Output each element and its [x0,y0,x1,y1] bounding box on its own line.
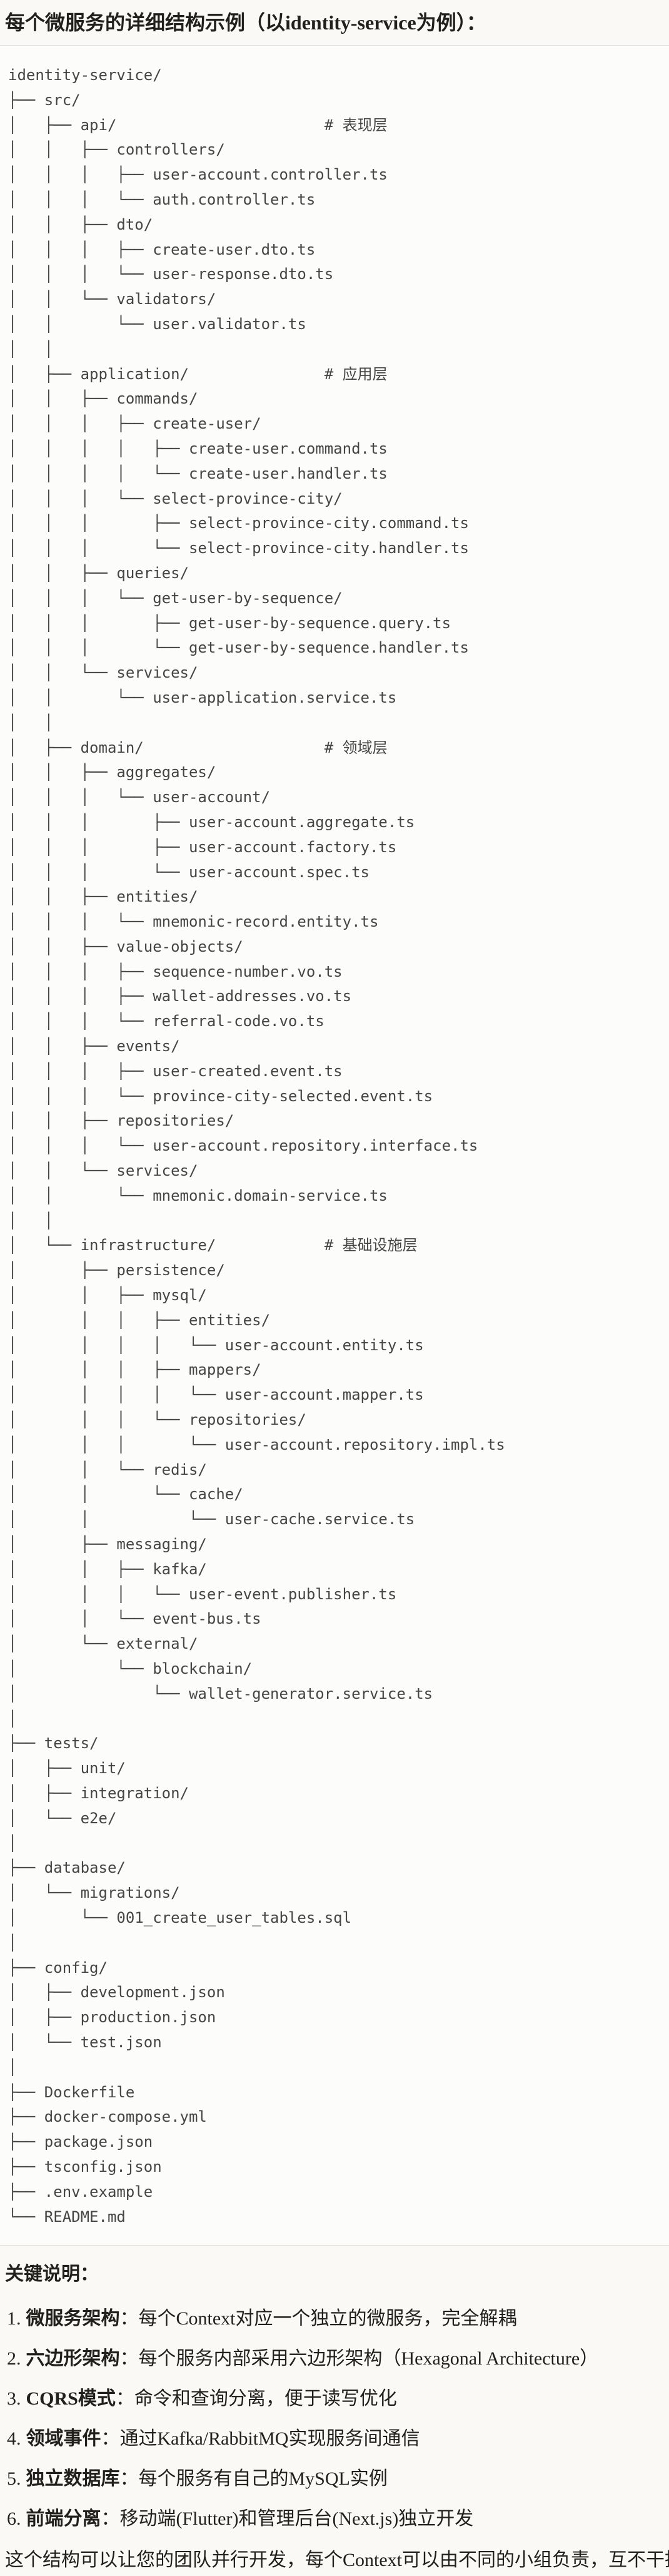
key-notes-section: 关键说明： 1.微服务架构：每个Context对应一个独立的微服务，完全解耦 2… [0,2246,669,2571]
note-desc: 每个Context对应一个独立的微服务，完全解耦 [138,2308,517,2329]
note-item-4: 4.领域事件：通过Kafka/RabbitMQ实现服务间通信 [7,2428,664,2450]
document-header: 每个微服务的详细结构示例（以identity-service为例）： [0,0,669,45]
note-term: 前端分离 [26,2508,101,2530]
note-number: 4. [7,2428,21,2450]
note-item-5: 5.独立数据库：每个服务有自己的MySQL实例 [7,2468,664,2490]
note-number: 2. [7,2348,21,2370]
note-desc: 移动端(Flutter)和管理后台(Next.js)独立开发 [119,2508,474,2530]
note-colon: ： [115,2388,134,2410]
note-term: 微服务架构 [26,2308,120,2329]
note-colon: ： [101,2428,120,2450]
note-item-2: 2.六边形架构：每个服务内部采用六边形架构（Hexagonal Architec… [7,2348,664,2370]
note-number: 3. [7,2388,21,2410]
notes-heading: 关键说明： [5,2264,99,2285]
note-colon: ： [119,2468,139,2490]
note-number: 6. [7,2508,21,2530]
note-colon: ： [119,2308,139,2329]
note-colon: ： [101,2508,120,2530]
note-item-6: 6.前端分离：移动端(Flutter)和管理后台(Next.js)独立开发 [7,2508,664,2530]
note-term: 独立数据库 [26,2468,120,2490]
note-term: 六边形架构 [26,2348,120,2370]
note-term: 领域事件 [26,2428,101,2450]
directory-tree-code-block: identity-service/ ├── src/ │ ├── api/ # … [0,45,669,2246]
note-number: 1. [7,2308,21,2329]
note-number: 5. [7,2468,21,2490]
note-colon: ： [119,2348,139,2370]
note-item-1: 1.微服务架构：每个Context对应一个独立的微服务，完全解耦 [7,2308,664,2329]
note-item-3: 3.CQRS模式：命令和查询分离，便于读写优化 [7,2388,664,2410]
note-desc: 通过Kafka/RabbitMQ实现服务间通信 [119,2428,420,2450]
note-desc: 每个服务有自己的MySQL实例 [138,2468,388,2490]
note-desc: 每个服务内部采用六边形架构（Hexagonal Architecture） [138,2348,599,2370]
page-title: 每个微服务的详细结构示例（以identity-service为例）： [5,11,486,34]
note-term: CQRS模式 [26,2388,116,2410]
closing-paragraph: 这个结构可以让您的团队并行开发，每个Context可以由不同的小组负责，互不干扰… [5,2550,669,2571]
note-desc: 命令和查询分离，便于读写优化 [134,2388,397,2410]
